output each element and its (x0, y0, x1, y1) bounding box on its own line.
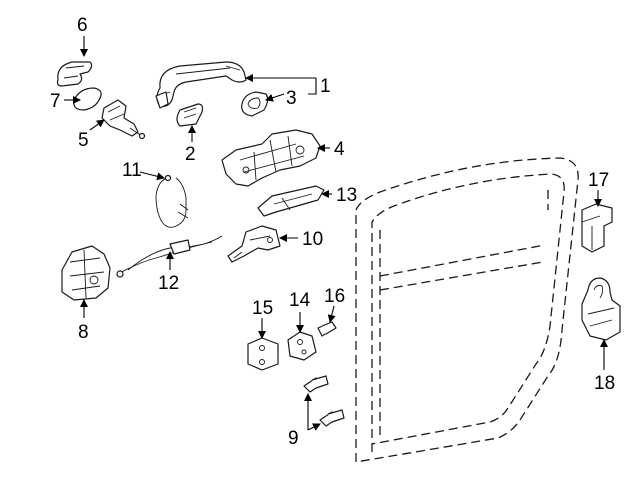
part-6-handle-cap (56, 61, 93, 87)
leader-11 (139, 171, 165, 181)
part-8-latch (61, 245, 111, 301)
leader-5 (89, 119, 105, 131)
part-7-gasket (73, 87, 102, 111)
leader-lines (64, 36, 608, 431)
part-9-bolts (303, 375, 345, 427)
callout-12: 12 (158, 273, 179, 294)
callout-11: 11 (122, 160, 142, 181)
callout-14: 14 (289, 290, 311, 311)
leader-1-bracket (308, 78, 317, 95)
part-3-gasket (241, 91, 269, 117)
part-16-bolt (317, 321, 337, 337)
callout-16: 16 (324, 286, 345, 307)
leader-16 (327, 305, 336, 323)
part-18-door-check (581, 277, 621, 341)
part-13-inside-handle (257, 185, 325, 217)
callout-4: 4 (334, 139, 345, 160)
part-11-cable (155, 174, 189, 228)
part-4-handle-bracket (221, 129, 321, 187)
callout-labels: 6 7 5 1 3 2 4 13 10 11 12 8 15 14 16 9 1… (50, 15, 615, 449)
callout-8: 8 (78, 322, 89, 343)
callout-10: 10 (302, 229, 323, 250)
leader-9b (307, 423, 321, 431)
callout-13: 13 (336, 185, 357, 206)
callout-18: 18 (594, 373, 615, 394)
callout-15: 15 (252, 298, 273, 319)
callout-5: 5 (78, 130, 89, 151)
callout-2: 2 (185, 144, 196, 165)
callout-17: 17 (588, 170, 609, 191)
part-1-outside-handle (155, 61, 247, 109)
part-17-hinge (581, 203, 613, 253)
part-5-lock-cylinder (101, 99, 146, 140)
part-15-plate (247, 337, 279, 371)
callout-6: 6 (77, 15, 88, 36)
callout-9: 9 (288, 428, 299, 449)
door-outline (355, 157, 579, 463)
part-2-bezel (176, 103, 204, 127)
callout-7: 7 (50, 91, 61, 112)
part-14-bracket (287, 331, 317, 361)
part-10-handle-base (227, 225, 281, 263)
leader-3 (265, 93, 285, 102)
callout-3: 3 (286, 88, 297, 109)
callout-1: 1 (320, 76, 331, 97)
